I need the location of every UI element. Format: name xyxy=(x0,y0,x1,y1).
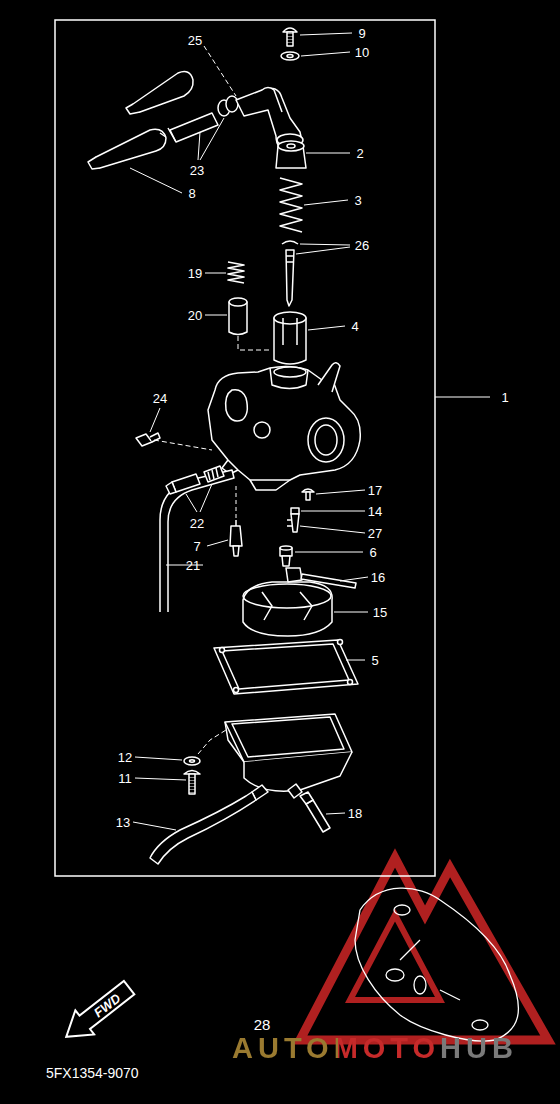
callout-number: 4 xyxy=(351,319,358,334)
callout-number: 10 xyxy=(355,45,369,60)
part-code: 5FX1354-9070 xyxy=(46,1066,139,1081)
callout-number: 1 xyxy=(501,390,508,405)
callout-number: 7 xyxy=(193,539,200,554)
parts xyxy=(88,28,360,864)
callout-number: 28 xyxy=(254,1017,271,1032)
leader-lines xyxy=(130,33,490,830)
callout-number: 21 xyxy=(186,558,200,573)
callout-number: 6 xyxy=(369,545,376,560)
callout-number: 13 xyxy=(116,815,130,830)
callout-number: 9 xyxy=(358,26,365,41)
callout-number: 27 xyxy=(368,526,382,541)
callout-number: 11 xyxy=(118,771,132,786)
callout-number: 14 xyxy=(368,504,382,519)
callout-number: 20 xyxy=(188,308,202,323)
watermark-logo xyxy=(300,858,548,1041)
callout-number: 17 xyxy=(368,483,382,498)
callout-number: 26 xyxy=(355,238,369,253)
callout-number: 19 xyxy=(188,266,202,281)
callout-number: 24 xyxy=(153,391,167,406)
group-frame xyxy=(55,20,435,876)
callout-number: 22 xyxy=(190,516,204,531)
callout-number: 2 xyxy=(356,146,363,161)
callout-number: 12 xyxy=(118,750,132,765)
callout-number: 8 xyxy=(188,186,195,201)
callout-number: 18 xyxy=(348,806,362,821)
callout-number: 16 xyxy=(371,570,385,585)
callout-number: 23 xyxy=(190,163,204,178)
watermark: AUTOMOTOHUB xyxy=(232,1032,518,1065)
callout-number: 15 xyxy=(373,605,387,620)
callout-number: 5 xyxy=(371,653,378,668)
callout-number: 25 xyxy=(188,33,202,48)
direction-arrow: FWD xyxy=(54,973,141,1052)
callout-number: 3 xyxy=(354,193,361,208)
